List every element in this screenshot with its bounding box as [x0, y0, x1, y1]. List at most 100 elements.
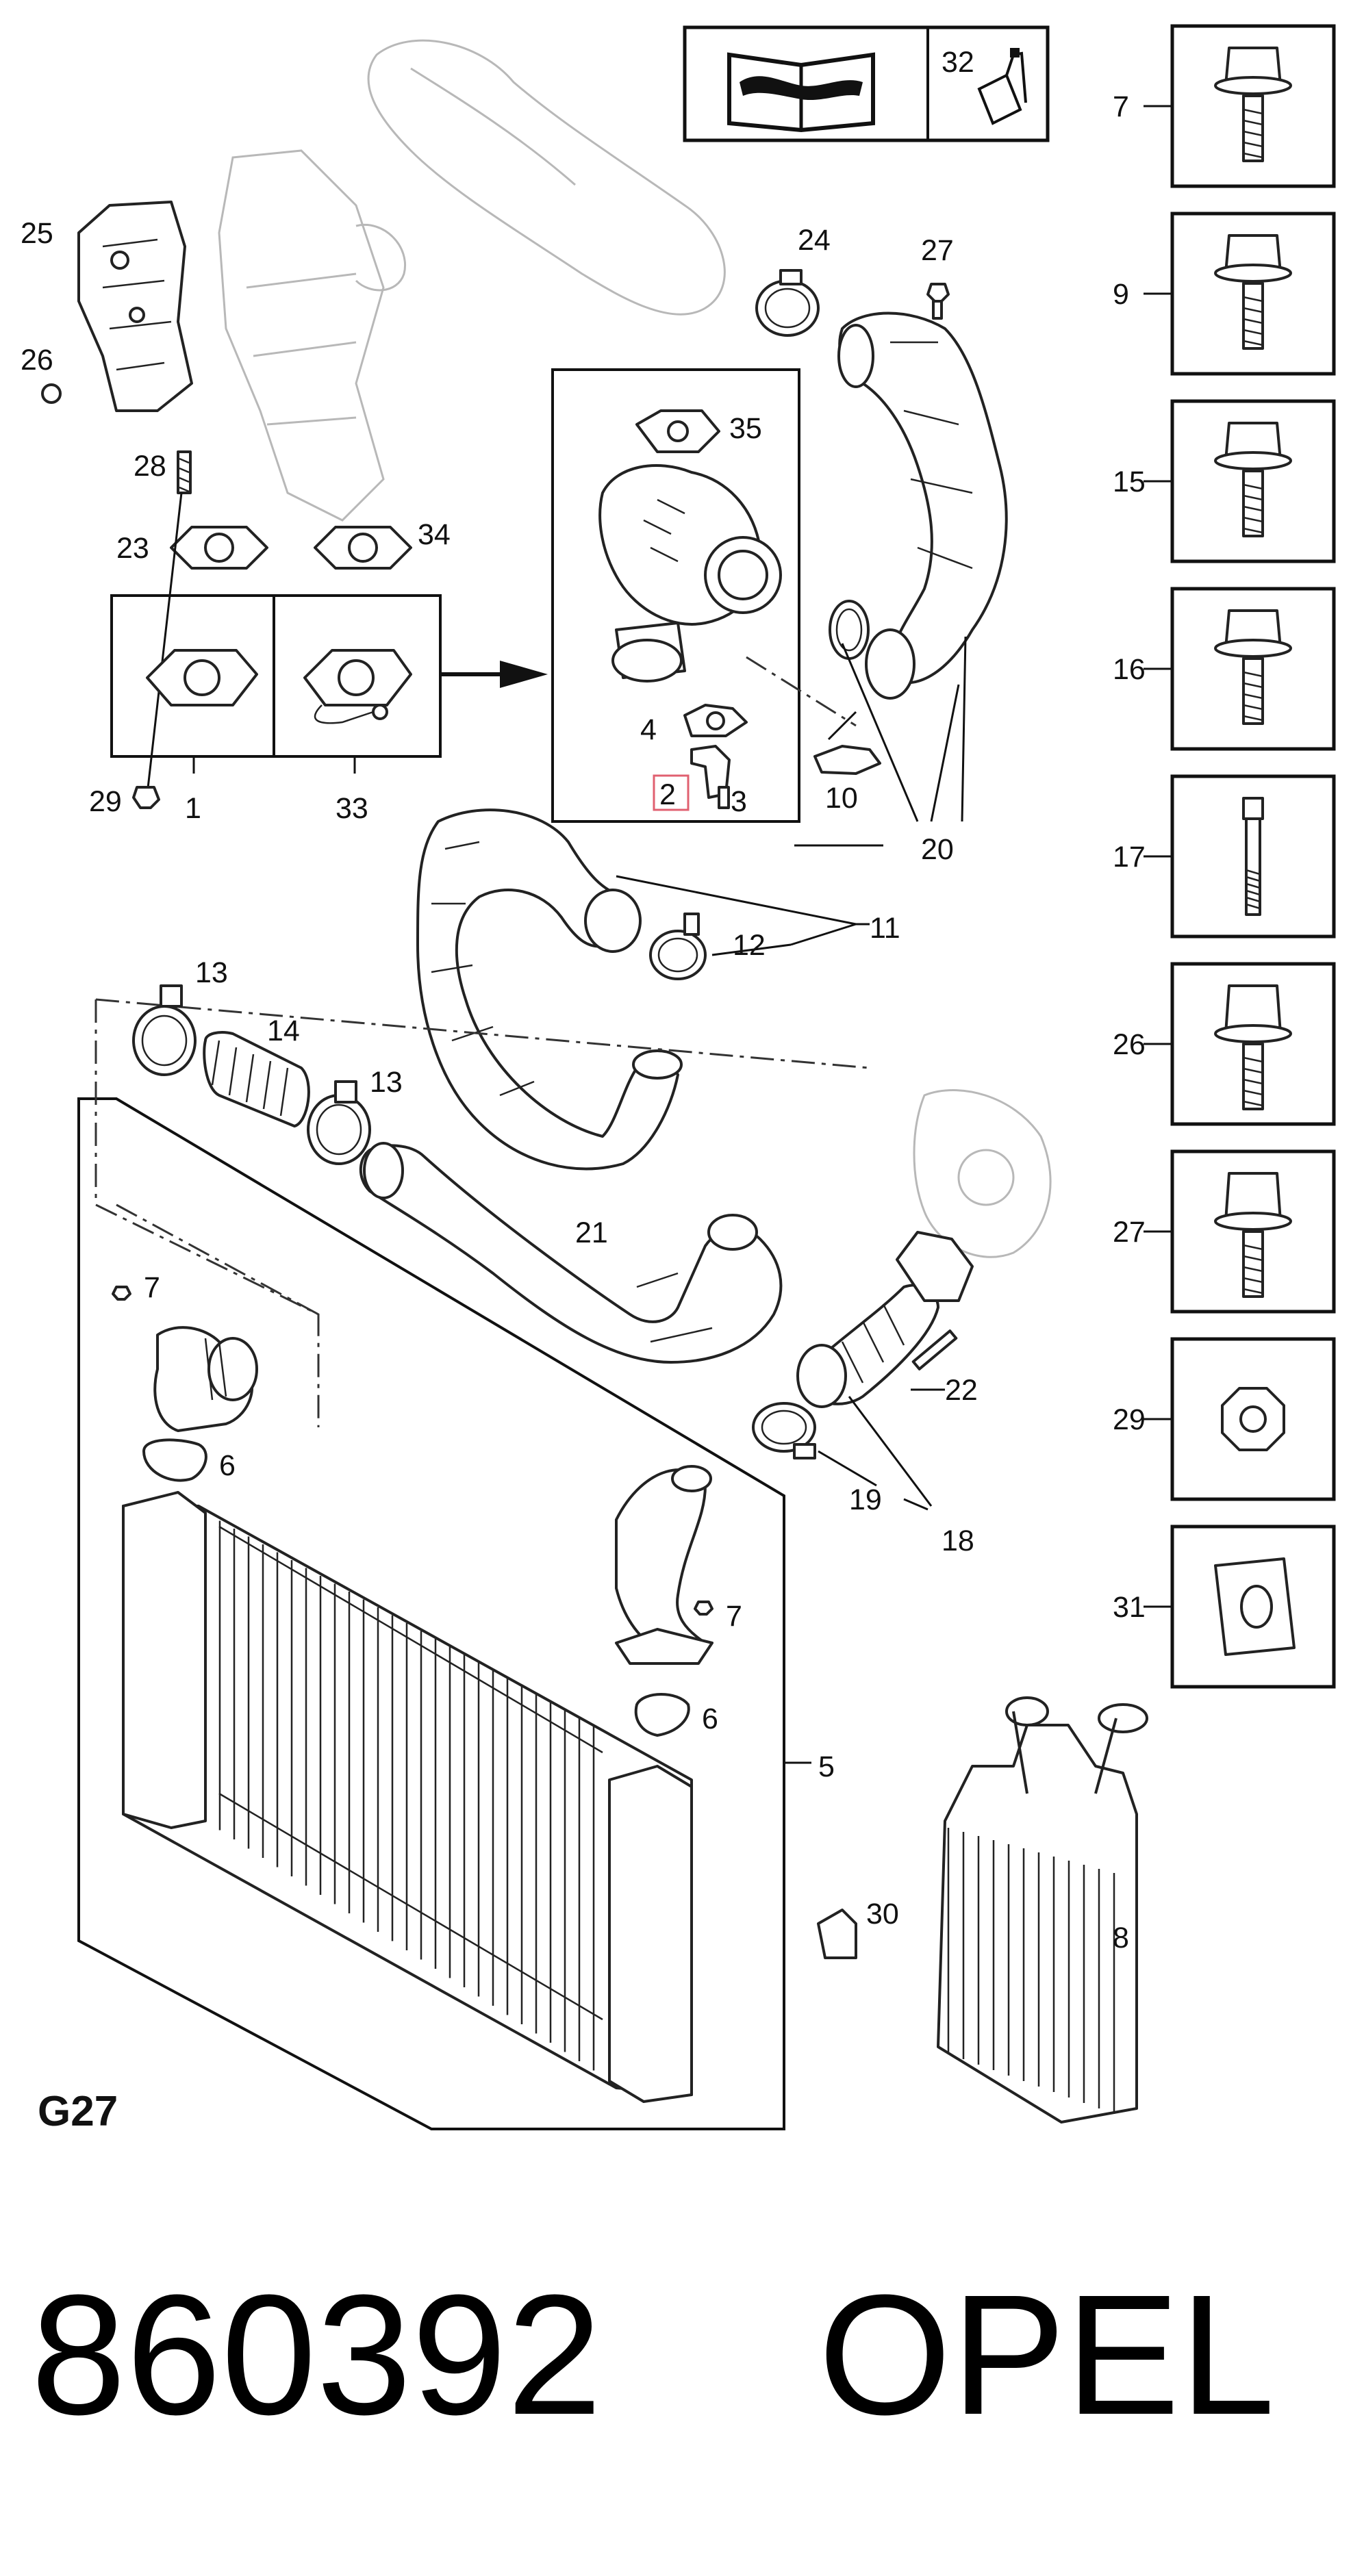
fastener-item: 27 [1113, 1149, 1336, 1314]
radiator-core-part [122, 1491, 693, 2103]
bracket-30-part [817, 1909, 857, 1959]
callout-35: 35 [729, 412, 762, 445]
callout-11: 11 [870, 912, 900, 945]
heat-shield-part [77, 201, 193, 412]
fastener-callout: 29 [1113, 1403, 1146, 1436]
fastener-item: 17 [1113, 774, 1336, 939]
intercooler-8-part [937, 1696, 1148, 2124]
bolt-27-small-part [926, 283, 950, 320]
callout-32: 32 [942, 46, 974, 79]
stud-part [177, 450, 192, 494]
callout-30: 30 [866, 1898, 899, 1930]
fastener-icon [1214, 609, 1292, 725]
gasket-6a-part [142, 1438, 207, 1482]
callout-19: 19 [849, 1483, 882, 1516]
callout-33: 33 [336, 792, 368, 825]
arrow-to-turbo [440, 661, 548, 688]
fastener-icon [1214, 984, 1292, 1110]
callout-26: 26 [21, 344, 53, 377]
callout-8: 8 [1113, 1922, 1129, 1954]
fastener-callout: 31 [1113, 1591, 1146, 1624]
gasket-6b-part [634, 1693, 690, 1737]
fastener-item: 7 [1113, 24, 1336, 188]
callout-14: 14 [267, 1015, 300, 1047]
fastener-item: 31 [1113, 1525, 1336, 1689]
clamp-19-part [752, 1402, 816, 1459]
gasket-4-part [683, 704, 748, 737]
fastener-callout: 26 [1113, 1028, 1146, 1061]
fastener-item: 29 [1113, 1337, 1336, 1501]
callout-10: 10 [825, 782, 858, 815]
callout-28: 28 [134, 450, 166, 483]
callout-29: 29 [89, 785, 122, 818]
fastener-icon [1214, 1172, 1292, 1298]
callout-23: 23 [116, 532, 149, 565]
charge-pipe-21-part [359, 1142, 783, 1364]
turbocharger-frame [551, 368, 800, 823]
fastener-icon [1242, 797, 1264, 916]
part-number: 860392 [31, 2259, 603, 2450]
callout-2: 2 [659, 778, 676, 811]
callout-3: 3 [731, 785, 747, 818]
fastener-icon [1214, 47, 1292, 162]
intercooler-pipe-20-part [837, 311, 1008, 700]
callout-6a: 6 [219, 1449, 236, 1482]
fastener-icon [1221, 1387, 1285, 1451]
callout-22: 22 [945, 1374, 978, 1407]
callout-13a: 13 [195, 956, 228, 989]
fastener-callout: 17 [1113, 841, 1146, 873]
callout-7b: 7 [726, 1600, 742, 1633]
callout-6b: 6 [702, 1703, 718, 1735]
callout-5: 5 [818, 1750, 835, 1783]
sealant-tube-icon [977, 48, 1027, 125]
callout-13b: 13 [370, 1066, 403, 1099]
engine-ghost-outline [218, 39, 1052, 1258]
callout-18: 18 [942, 1525, 974, 1557]
callout-25: 25 [21, 217, 53, 250]
clamp-13-part [132, 984, 197, 1076]
flange-subassembly-frame [110, 594, 442, 774]
gasket-10-part [813, 745, 881, 775]
hose-18-part [796, 1284, 939, 1408]
flange-22-part [896, 1231, 974, 1370]
clamp-12-part [649, 913, 707, 980]
fastener-item: 15 [1113, 399, 1336, 563]
manual-reference-box: 32 [683, 25, 1050, 142]
fastener-icon [1214, 234, 1292, 350]
callout-24: 24 [798, 224, 831, 257]
fastener-panel: 7 9 15 16 17 26 27 29 31 [1113, 24, 1336, 1689]
fastener-item: 26 [1113, 962, 1336, 1126]
callout-leaders [794, 636, 967, 1391]
callout-7a: 7 [144, 1271, 160, 1304]
fastener-callout: 9 [1113, 278, 1129, 311]
turbocharger-part [598, 409, 782, 683]
fastener-icon [1214, 422, 1292, 537]
manual-book-wrench-icon [727, 52, 875, 133]
fastener-callout: 15 [1113, 466, 1146, 498]
fastener-callout: 27 [1113, 1216, 1146, 1249]
callout-27: 27 [921, 234, 954, 267]
callout-2-highlight [653, 774, 690, 811]
o-ring-20-part [829, 600, 870, 660]
radiator-assembly-frame [77, 1097, 811, 2130]
callout-4: 4 [640, 713, 657, 746]
callout-1: 1 [185, 792, 201, 825]
callout-20: 20 [921, 833, 954, 866]
fastener-callout: 16 [1113, 653, 1146, 686]
fastener-item: 16 [1113, 587, 1336, 751]
fastener-item: 9 [1113, 212, 1336, 376]
hose-11-part [416, 808, 683, 1171]
nut-26-small-part [41, 383, 62, 404]
nut-29-small-part [132, 786, 160, 809]
fastener-callout: 7 [1113, 90, 1129, 123]
callout-12: 12 [733, 929, 766, 962]
gasket-23-part [170, 526, 268, 570]
clamp-24-part [755, 269, 820, 337]
callout-34: 34 [418, 518, 451, 551]
bolt-7-small-part [112, 1286, 713, 1616]
pipe-flange-part [153, 1326, 258, 1432]
callout-21: 21 [575, 1216, 608, 1249]
group-code-label: G27 [38, 2088, 118, 2135]
oil-pipe-2-part [690, 745, 731, 799]
